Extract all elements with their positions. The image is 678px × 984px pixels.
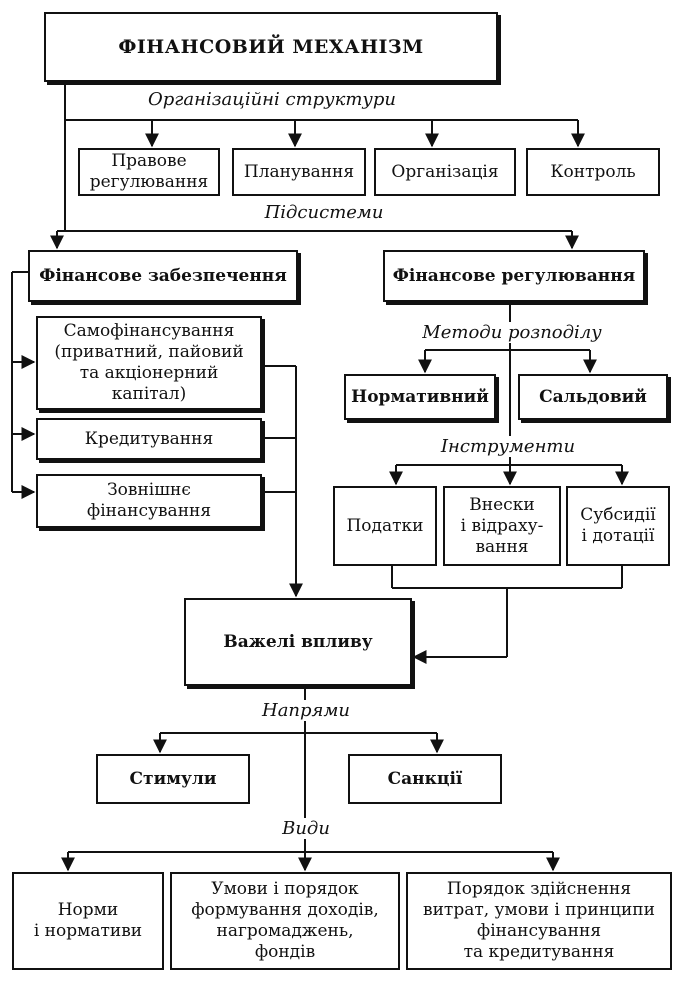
- direction-incentives: Стимули: [96, 754, 250, 804]
- kind-income-conditions: Умови і порядок формування доходів, нагр…: [170, 872, 400, 970]
- financial-regulation: Фінансове регулювання: [383, 250, 645, 302]
- label-org-structures: Організаційні структури: [144, 89, 400, 110]
- method-normative: Нормативний: [344, 374, 496, 420]
- financial-mechanism-title: ФІНАНСОВИЙ МЕХАНІЗМ: [44, 12, 498, 82]
- org-planning: Планування: [232, 148, 366, 196]
- label-distribution-methods: Методи розподілу: [419, 322, 605, 343]
- org-organization: Організація: [374, 148, 516, 196]
- self-financing: Самофінансування (приватний, пайовий та …: [36, 316, 262, 410]
- direction-sanctions: Санкції: [348, 754, 502, 804]
- label-directions: Напрями: [259, 700, 353, 721]
- instrument-subsidies: Субсидії і дотації: [566, 486, 670, 566]
- label-subsystems: Підсистеми: [261, 202, 387, 223]
- levers-of-influence: Важелі впливу: [184, 598, 412, 686]
- org-legal-regulation: Правове регулювання: [78, 148, 220, 196]
- kind-norms: Норми і нормативи: [12, 872, 164, 970]
- external-financing: Зовнішнє фінансування: [36, 474, 262, 528]
- crediting: Кредитування: [36, 418, 262, 460]
- method-balance: Сальдовий: [518, 374, 668, 420]
- kind-expense-order: Порядок здійснення витрат, умови і принц…: [406, 872, 672, 970]
- instrument-contributions: Внески і відраху- вання: [443, 486, 561, 566]
- label-kinds: Види: [279, 818, 333, 839]
- org-control: Контроль: [526, 148, 660, 196]
- instrument-taxes: Податки: [333, 486, 437, 566]
- label-instruments: Інструменти: [437, 436, 579, 457]
- financial-provision: Фінансове забезпечення: [28, 250, 298, 302]
